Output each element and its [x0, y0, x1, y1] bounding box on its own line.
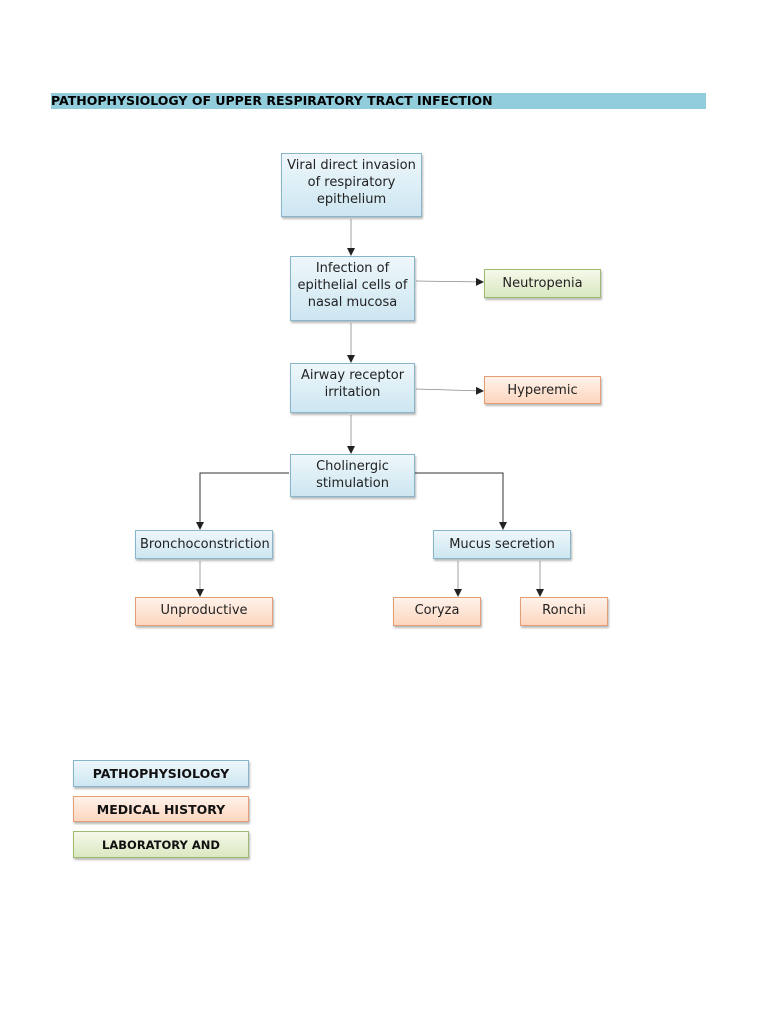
node-coryza-label: Coryza [414, 603, 460, 618]
node-hyperemic: Hyperemic [484, 376, 601, 404]
node-neutropenia: Neutropenia [484, 269, 601, 298]
node-viral-invasion-label: Viral direct invasion of respiratory epi… [287, 158, 416, 207]
node-cholinergic-stimulation: Cholinergic stimulation [290, 454, 415, 497]
node-hyperemic-label: Hyperemic [507, 383, 578, 398]
legend-pathophysiology: PATHOPHYSIOLOGY [73, 760, 249, 787]
title-bar: PATHOPHYSIOLOGY OF UPPER RESPIRATORY TRA… [51, 93, 706, 109]
node-viral-invasion: Viral direct invasion of respiratory epi… [281, 153, 422, 217]
legend-medical-history-label: MEDICAL HISTORY [96, 802, 226, 817]
arrow-cholinergic-to-broncho [196, 472, 289, 530]
legend-laboratory: LABORATORY AND DIAGNOSTIC [73, 831, 249, 858]
node-neutropenia-label: Neutropenia [502, 276, 583, 291]
node-mucus-secretion: Mucus secretion [433, 530, 571, 559]
node-epithelial-infection: Infection of epithelial cells of nasal m… [290, 256, 415, 321]
node-airway-irritation-label: Airway receptor irritation [300, 368, 405, 400]
node-mucus-secretion-label: Mucus secretion [449, 537, 555, 552]
node-coryza: Coryza [393, 597, 481, 626]
legend-pathophysiology-label: PATHOPHYSIOLOGY [92, 766, 230, 781]
node-cholinergic-stimulation-label: Cholinergic stimulation [316, 459, 389, 491]
node-ronchi: Ronchi [520, 597, 608, 626]
node-bronchoconstriction-label: Bronchoconstriction [140, 537, 270, 552]
legend-laboratory-label: LABORATORY AND DIAGNOSTIC [102, 838, 220, 852]
node-unproductive-cough: Unproductive cough [135, 597, 273, 626]
arrow-airway-to-hyperemic [415, 386, 484, 395]
legend-medical-history: MEDICAL HISTORY [73, 796, 249, 822]
arrow-cholinergic-to-mucus [415, 472, 507, 530]
node-epithelial-infection-label: Infection of epithelial cells of nasal m… [297, 261, 408, 310]
node-unproductive-cough-label: Unproductive cough [160, 603, 248, 618]
node-airway-irritation: Airway receptor irritation [290, 363, 415, 413]
node-bronchoconstriction: Bronchoconstriction [135, 530, 273, 559]
node-ronchi-label: Ronchi [542, 603, 586, 618]
arrow-infection-to-neutropenia [415, 277, 484, 286]
page-title: PATHOPHYSIOLOGY OF UPPER RESPIRATORY TRA… [51, 93, 493, 108]
